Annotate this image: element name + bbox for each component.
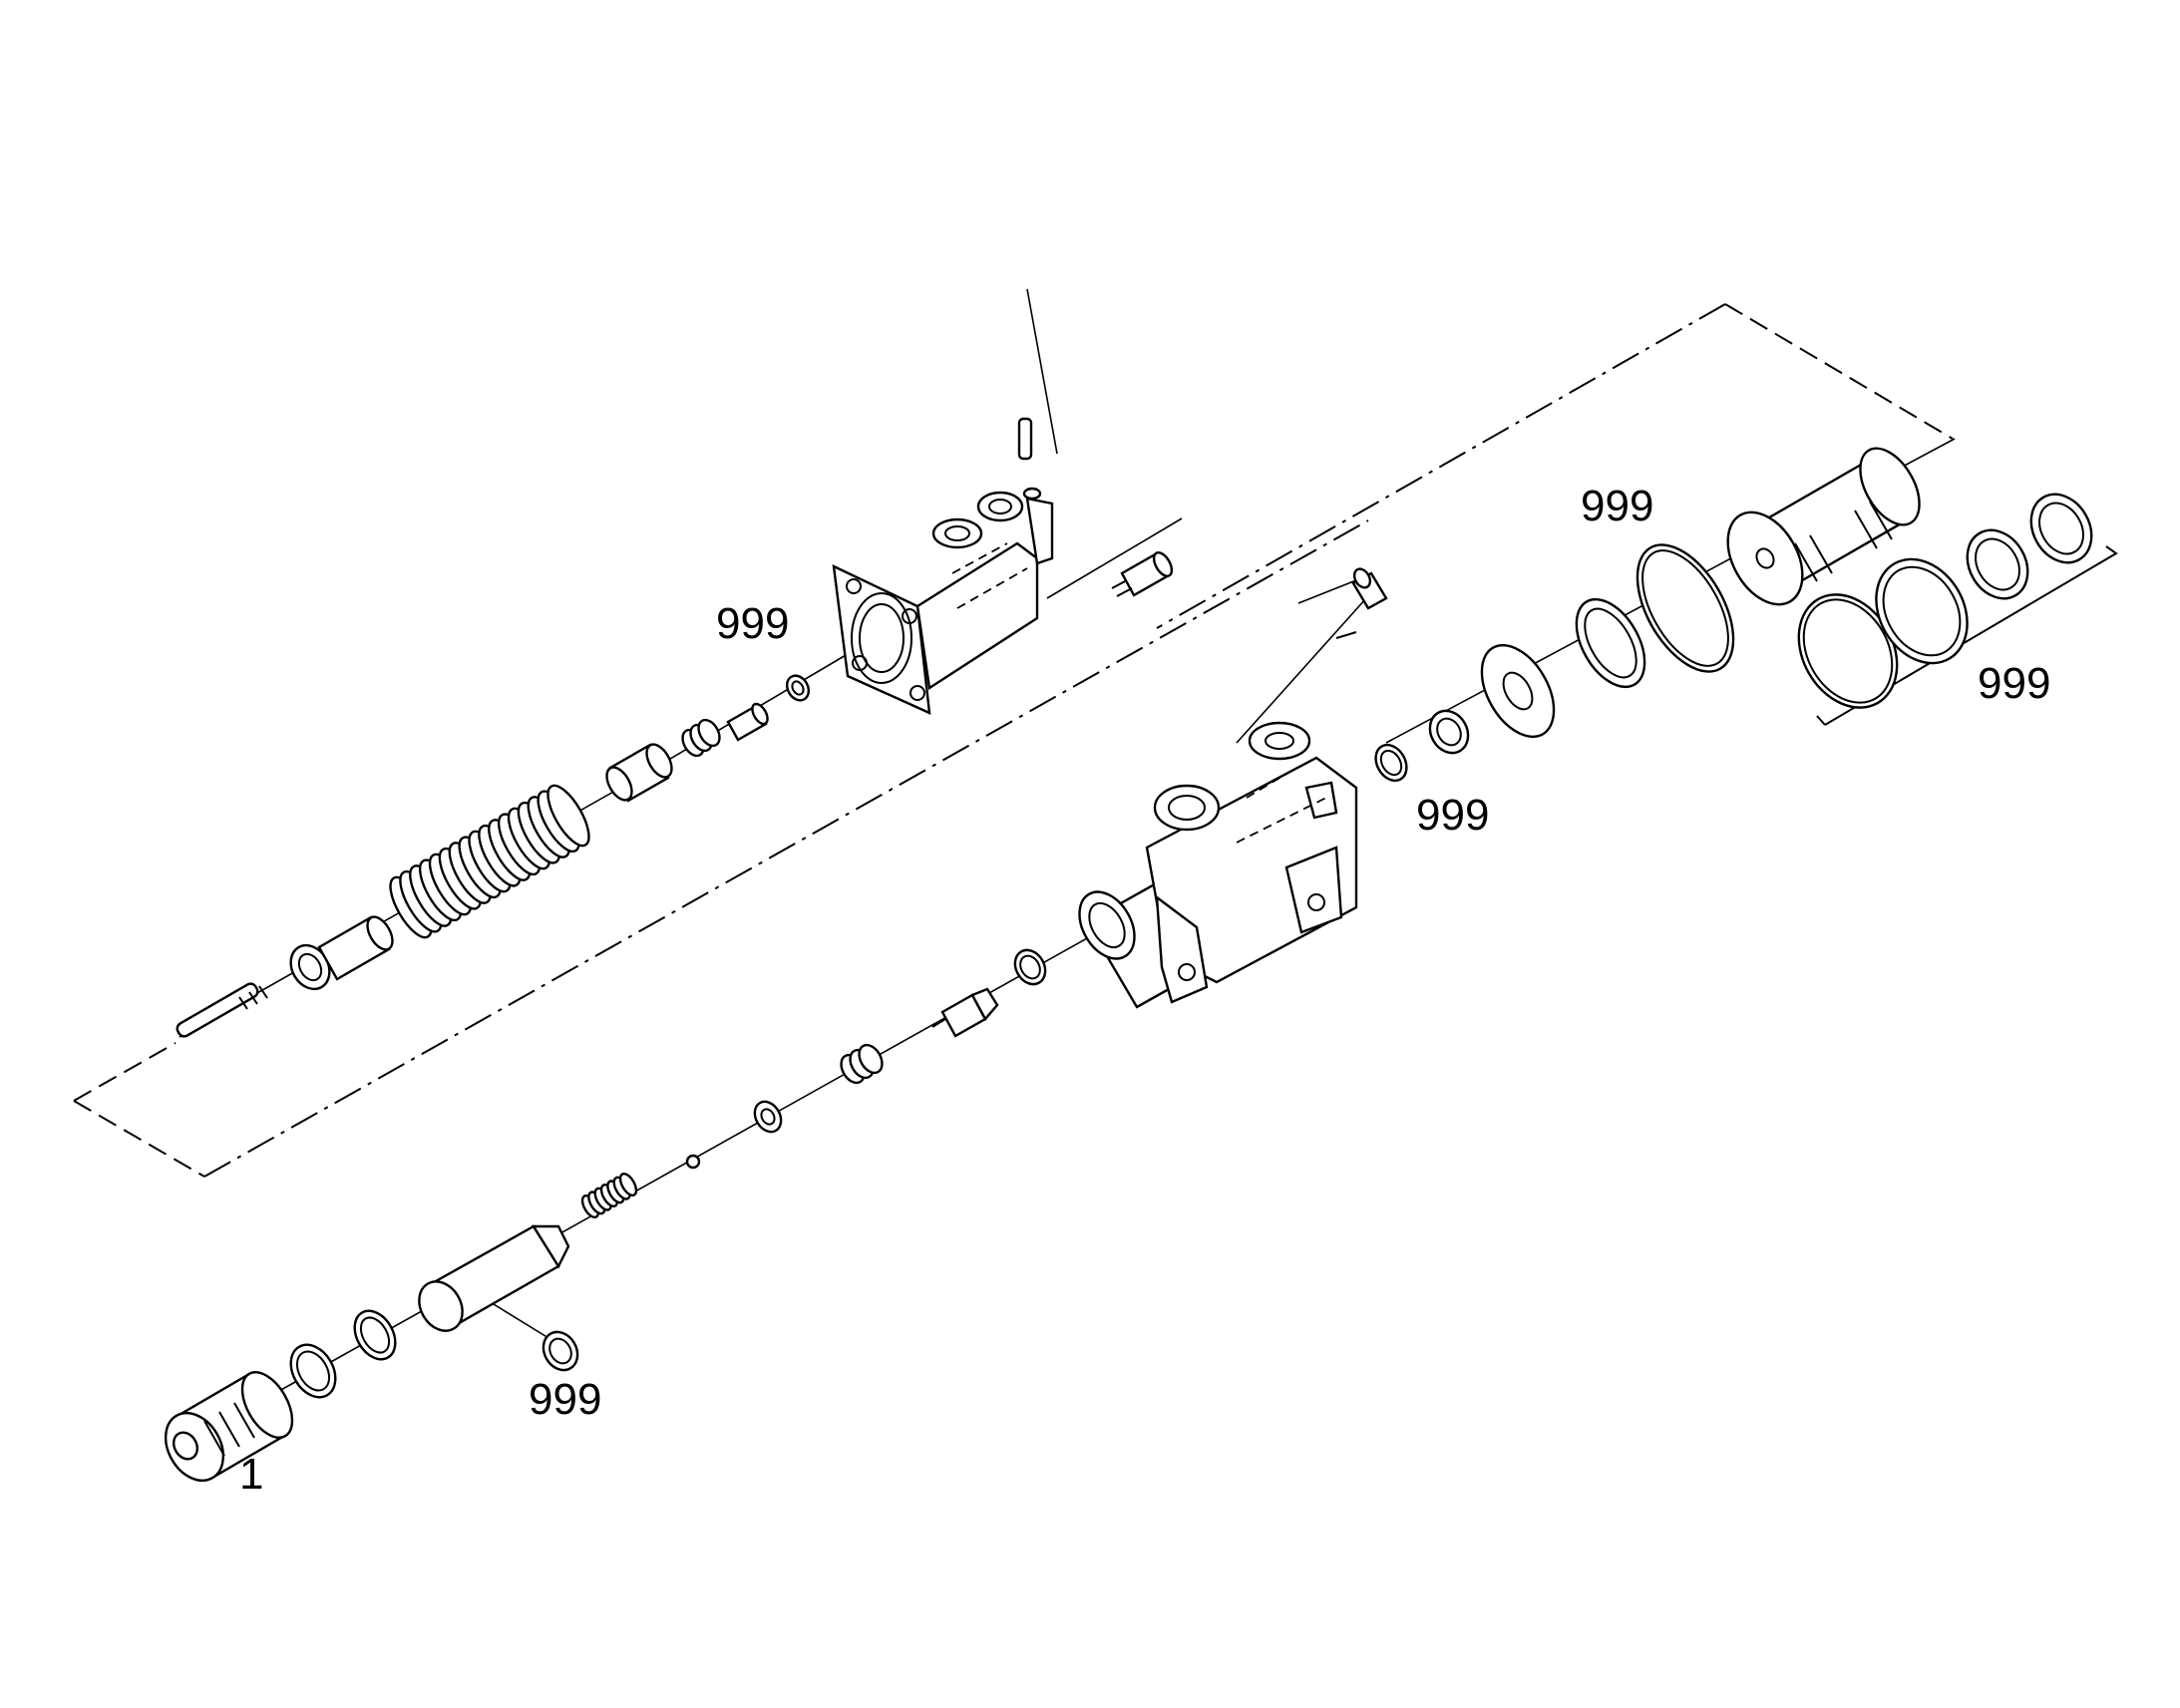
hex-valve-plug [931,987,999,1038]
compression-spring [389,784,590,939]
callout-valve-seal-kit: 999 [716,599,789,648]
spring-coil [546,784,590,848]
flange-housing [832,487,1054,715]
callout-body-seal-kit: 999 [1416,791,1489,840]
thrust-washer [1480,643,1556,739]
lower-retaining-ring [353,1309,397,1361]
banjo-bolt [1335,567,1388,639]
cap-screw-upper [1111,551,1174,597]
lower-snap-ring [289,1343,337,1399]
main-valve-body [1078,721,1358,1009]
ring-set-kit [1797,493,2093,709]
guide-sleeve [317,915,394,981]
pilot-pin [176,982,268,1038]
callout-lower-ring-kit: 999 [529,1375,601,1424]
callout-ring-set-kit: 999 [1978,659,2050,708]
piston [1726,447,1921,606]
subassembly-boundary [73,303,1954,1178]
lower-seal-ring [542,1330,579,1372]
lower-o-ring [1013,948,1047,986]
end-cap-assembly [164,1371,294,1482]
callout-labels: 999 999 999 999 999 1 [239,482,2050,1499]
callout-assembly-item: 1 [239,1450,263,1499]
check-ball [685,1154,701,1170]
seal-ring-upper [1428,709,1470,755]
group-brackets [1816,545,2118,726]
spring-seat-cap [605,743,673,803]
locating-pin [1017,417,1033,461]
axis-lines [179,288,1956,1392]
body-o-ring [1374,743,1408,783]
small-seal-ring [785,674,811,702]
bushing [753,1100,783,1134]
lower-coil-spring [840,1043,884,1085]
lower-spring [580,1172,638,1219]
snap-ring [1575,597,1646,689]
large-o-ring [1635,543,1735,673]
valve-poppet [726,702,769,742]
spring-coil [618,1172,638,1197]
small-spring [681,718,721,758]
callout-upper-rings-kit: 999 [1581,482,1653,530]
plunger-sleeve [418,1224,570,1332]
